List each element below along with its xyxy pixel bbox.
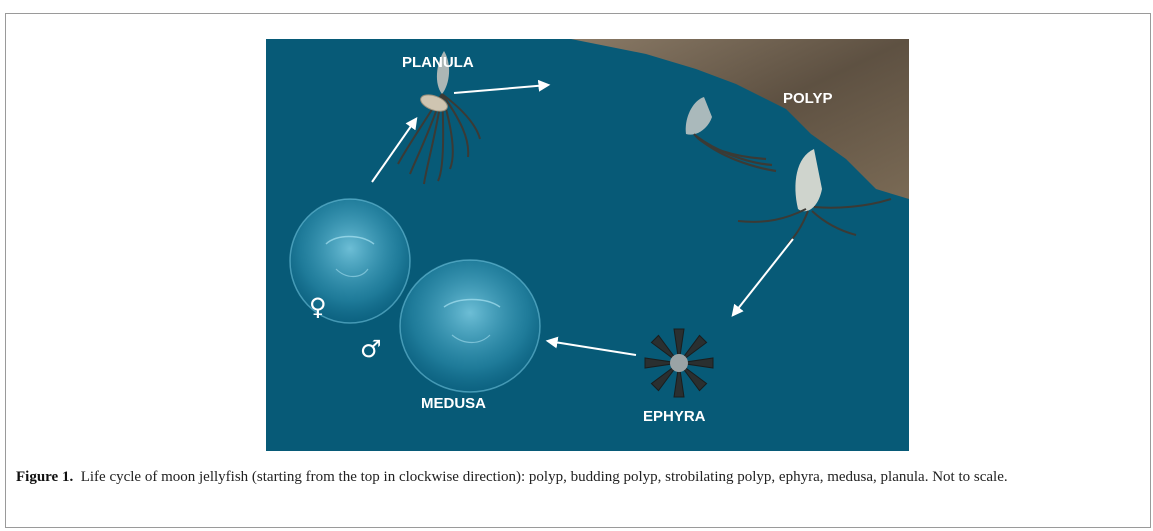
male-symbol: ♂ bbox=[360, 335, 382, 363]
caption-label: Figure 1. bbox=[16, 469, 73, 485]
medusa-female bbox=[290, 199, 410, 323]
label-polyp: POLYP bbox=[783, 90, 832, 107]
caption-text: Life cycle of moon jellyfish (starting f… bbox=[81, 469, 1008, 485]
label-planula: PLANULA bbox=[402, 54, 474, 71]
female-symbol: ♀ bbox=[309, 293, 327, 321]
label-medusa: MEDUSA bbox=[421, 395, 486, 412]
ephyra bbox=[645, 329, 713, 397]
medusa-male bbox=[400, 260, 540, 392]
figure-caption: Figure 1. Life cycle of moon jellyfish (… bbox=[16, 468, 1136, 487]
label-ephyra: EPHYRA bbox=[643, 408, 706, 425]
jellyfish-life-cycle-illustration: PLANULA POLYP EPHYRA MEDUSA ♀ ♂ bbox=[266, 39, 909, 451]
